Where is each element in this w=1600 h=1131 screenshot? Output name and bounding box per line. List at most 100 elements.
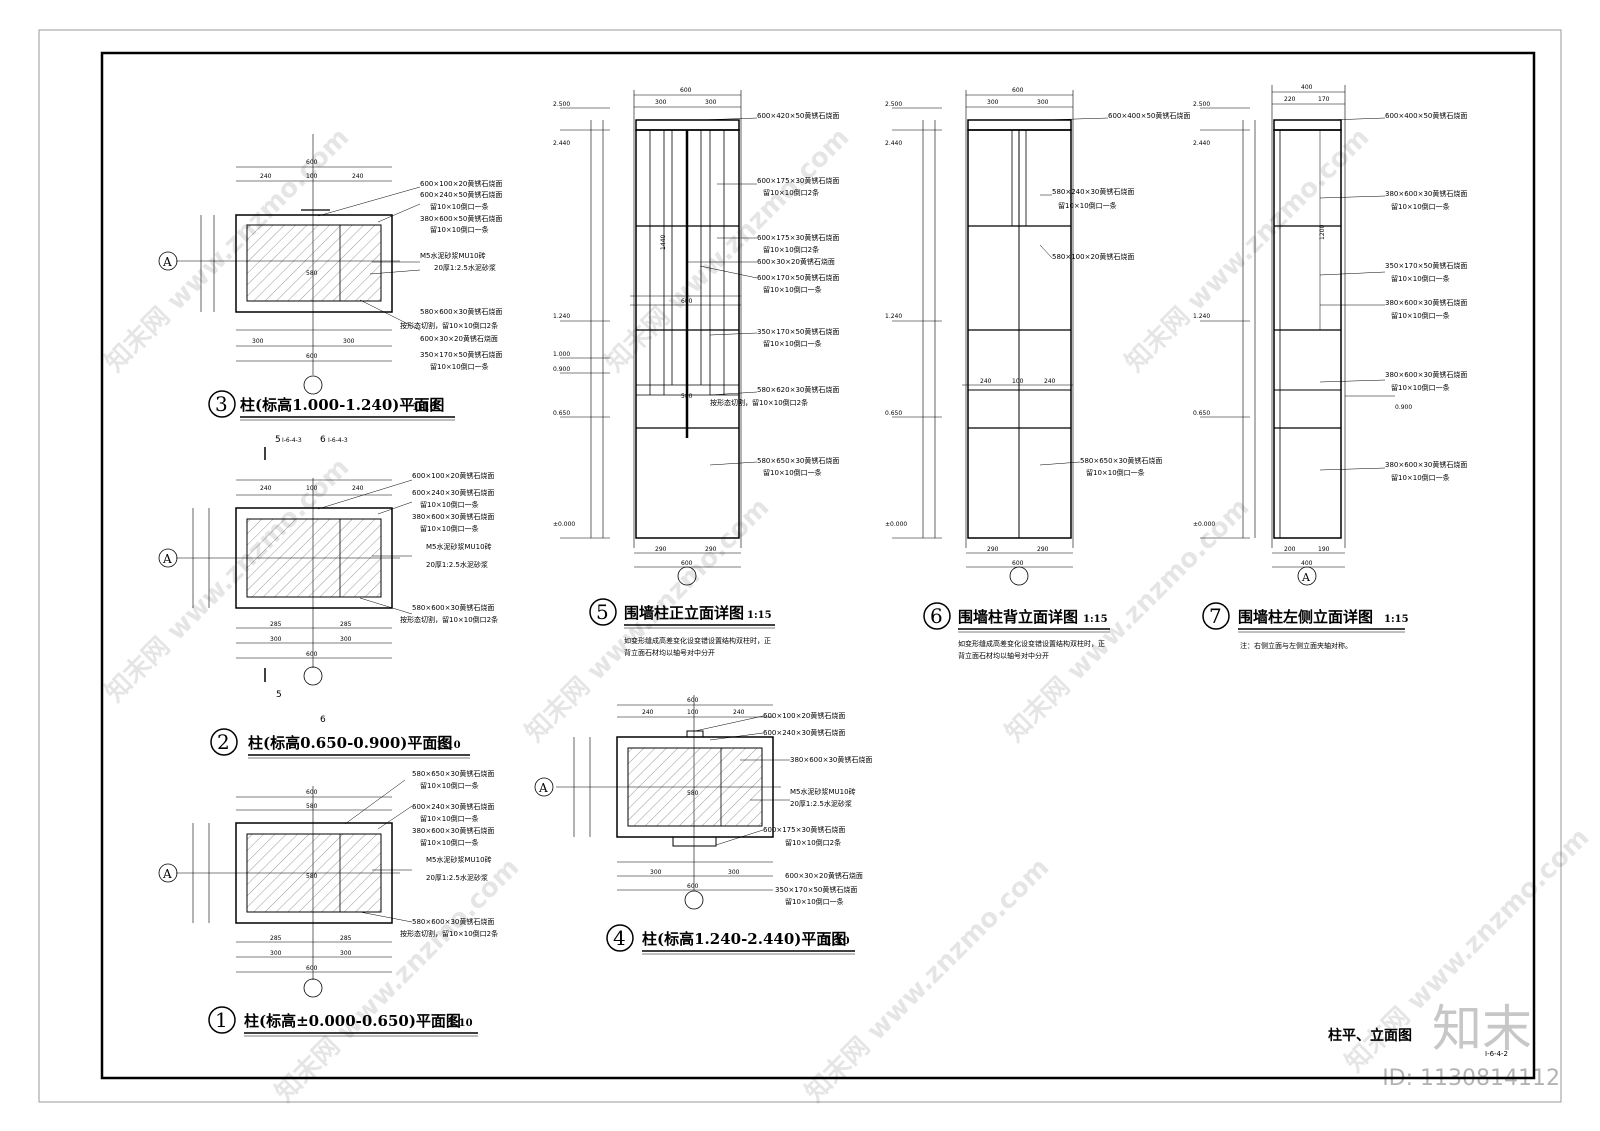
d7-axis-label: A [1301, 571, 1311, 584]
elevation-5-callouts: 600×420×50黄锈石烧面 600×175×30黄锈石烧面 留10×10倒口… [687, 111, 839, 477]
d3-top-240a: 240 [260, 173, 272, 180]
d7-c6: 留10×10倒口一条 [1391, 311, 1450, 320]
d1-center: 580 [306, 873, 318, 880]
d4-c6: 留10×10倒口2条 [785, 838, 841, 847]
d5-mid-total: 600 [681, 298, 693, 305]
d1-c1: 留10×10倒口一条 [420, 781, 479, 790]
d1-axis-label: A [162, 867, 172, 881]
d2-top-100: 100 [306, 485, 318, 492]
d6-bot-total: 600 [1012, 560, 1024, 567]
title-4: 4 柱(标高1.240-2.440)平面图 1:10 [606, 924, 855, 955]
d5-c4: 留10×10倒口2条 [763, 245, 819, 254]
d1-top-total: 600 [306, 789, 318, 796]
d5-el6: ±0.000 [553, 521, 575, 528]
d4-c7: 600×30×20黄锈石烧面 [785, 871, 863, 880]
d5-el5: 0.650 [553, 410, 570, 417]
d4-bot2-a: 300 [650, 869, 662, 876]
d5-el4: 0.900 [553, 366, 570, 373]
d3-bot-300a: 300 [252, 338, 264, 345]
d4-c0: 600×100×20黄锈石烧面 [763, 711, 845, 720]
d2-top-240b: 240 [352, 485, 364, 492]
d3-c3: 380×600×50黄锈石烧面 [420, 214, 502, 223]
d7-c5: 380×600×30黄锈石烧面 [1385, 298, 1467, 307]
d6-mid-a: 240 [980, 378, 992, 385]
title-3-num: 3 [215, 392, 228, 416]
d7-el3: 0.900 [1395, 404, 1412, 411]
mark-5-ref: I-6-4-3 [282, 437, 302, 444]
title-6-text: 围墙柱背立面详图 [958, 608, 1078, 626]
title-1-scale: 1:10 [448, 1018, 473, 1029]
d1-c2: 600×240×30黄锈石烧面 [412, 802, 494, 811]
d1-bot1-a: 285 [270, 935, 282, 942]
d4-bot-total: 600 [687, 883, 699, 890]
title-2-num: 2 [217, 730, 230, 754]
title-6-note2: 背立面石材均以轴号对中分开 [958, 651, 1049, 660]
d1-bot1-b: 285 [340, 935, 352, 942]
d4-top-240b: 240 [733, 709, 745, 716]
d7-el2: 1.240 [1193, 313, 1210, 320]
title-6-num: 6 [930, 604, 943, 628]
d3-c10: 350×170×50黄锈石烧面 [420, 350, 502, 359]
d4-center: 580 [687, 790, 699, 797]
d5-c2: 留10×10倒口2条 [763, 188, 819, 197]
d4-c8: 350×170×50黄锈石烧面 [775, 885, 857, 894]
d2-bot1-a: 285 [270, 621, 282, 628]
d3-c2: 留10×10倒口一条 [430, 202, 489, 211]
d3-center: 580 [306, 270, 318, 277]
d7-c10: 留10×10倒口一条 [1391, 473, 1450, 482]
d6-top-total: 600 [1012, 87, 1024, 94]
d3-c7: 580×600×30黄锈石烧面 [420, 307, 502, 316]
d3-c8: 按形态切割，留10×10倒口2条 [400, 321, 498, 330]
title-4-text: 柱(标高1.240-2.440)平面图 [642, 930, 846, 948]
d6-top-b: 300 [1037, 99, 1049, 106]
d2-top-240a: 240 [260, 485, 272, 492]
title-6-scale: 1:15 [1083, 614, 1108, 625]
d5-el0: 2.500 [553, 101, 570, 108]
d6-top-a: 300 [987, 99, 999, 106]
d1-c4: 380×600×30黄锈石烧面 [412, 826, 494, 835]
d7-top-total: 400 [1301, 84, 1313, 91]
d5-height: 1440 [660, 235, 667, 250]
d7-el5: ±0.000 [1193, 521, 1215, 528]
title-3-text: 柱(标高1.000-1.240)平面图 [240, 396, 444, 414]
d6-c3: 580×100×20黄锈石烧面 [1052, 252, 1134, 261]
d6-bot-b: 290 [1037, 546, 1049, 553]
d5-c11: 按形态切割，留10×10倒口2条 [710, 398, 808, 407]
d4-c4: 20厚1:2.5水泥砂浆 [790, 799, 852, 808]
title-2-scale: 1:10 [436, 740, 461, 751]
d2-bot-total: 600 [306, 651, 318, 658]
image-id: ID: 1130814112 [1382, 1066, 1560, 1091]
d6-el0: 2.500 [885, 101, 902, 108]
d5-c8: 350×170×50黄锈石烧面 [757, 327, 839, 336]
title-3-scale: 1:10 [412, 402, 437, 413]
elevation-5: 600 300 300 1440 600 580 290 290 600 [590, 87, 742, 586]
d2-c5: M5水泥砂浆MU10砖 [426, 542, 492, 551]
d4-c1: 600×240×30黄锈石烧面 [763, 728, 845, 737]
d2-bot1-b: 285 [340, 621, 352, 628]
d1-c5: 留10×10倒口一条 [420, 838, 479, 847]
plan-1: 600 580 580 285 285 300 300 600 [176, 786, 400, 998]
d4-c2: 380×600×30黄锈石烧面 [790, 755, 872, 764]
d5-c9: 留10×10倒口一条 [763, 339, 822, 348]
plan-1-axis: A [158, 863, 178, 883]
title-5-scale: 1:15 [747, 610, 772, 621]
drawing-frame [100, 51, 1536, 1080]
d7-c2: 留10×10倒口一条 [1391, 202, 1450, 211]
section-marks: 5 I-6-4-3 6 I-6-4-3 5 6 [264, 435, 348, 725]
mark-5b: 5 [276, 690, 282, 700]
d4-c9: 留10×10倒口一条 [785, 897, 844, 906]
d6-c4: 580×650×30黄锈石烧面 [1080, 456, 1162, 465]
title-5: 5 围墙柱正立面详图 1:15 如变形缝成高差变化设变错设置结构双柱时，正 背立… [589, 598, 775, 657]
d1-c9: 按形态切割，留10×10倒口2条 [400, 929, 498, 938]
d3-c9: 600×30×20黄锈石烧面 [420, 334, 498, 343]
d5-sub: 580 [681, 393, 693, 400]
d2-bot2-a: 300 [270, 636, 282, 643]
d3-c6: 20厚1:2.5水泥砂浆 [434, 263, 496, 272]
d5-c10: 580×620×30黄锈石烧面 [757, 385, 839, 394]
d4-top-100: 100 [687, 709, 699, 716]
d4-top-240a: 240 [642, 709, 654, 716]
d6-c0: 600×400×50黄锈石烧面 [1108, 111, 1190, 120]
title-7: 7 围墙柱左侧立面详图 1:15 注：右侧立面与左侧立面夹轴对称。 [1202, 602, 1409, 650]
d5-el3: 1.000 [553, 351, 570, 358]
d1-top-580: 580 [306, 803, 318, 810]
